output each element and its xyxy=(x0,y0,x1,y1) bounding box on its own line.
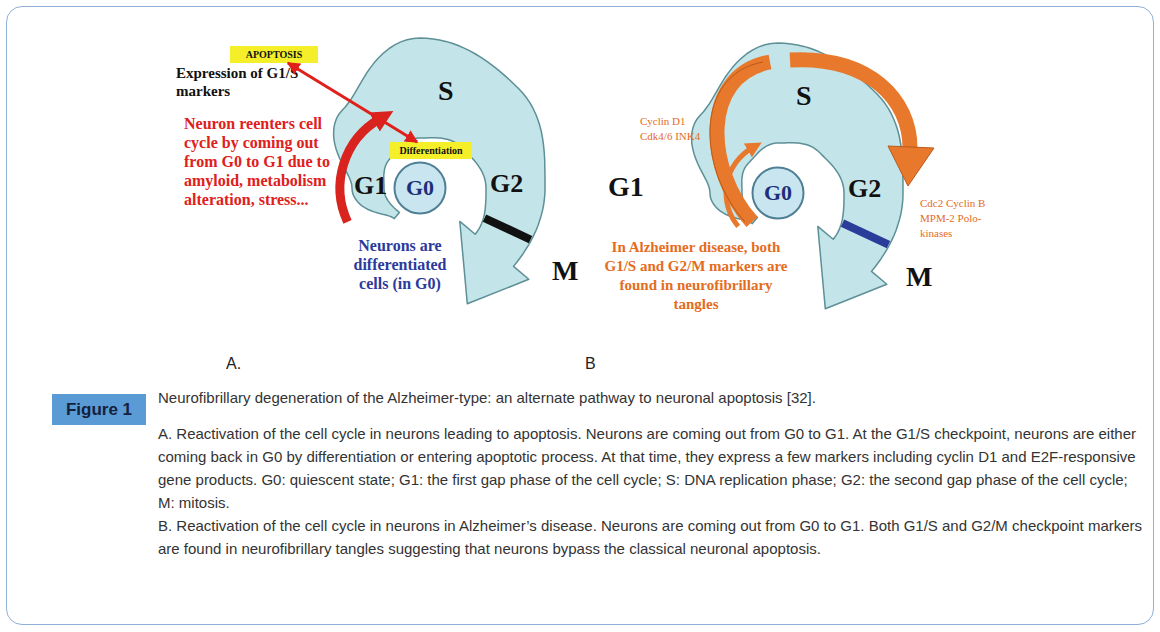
figure-caption: Neurofibrillary degeneration of the Alzh… xyxy=(158,386,1143,409)
caption-paragraph: A. Reactivation of the cell cycle in neu… xyxy=(158,422,1143,514)
marker-list: Cyclin D1 Cdk4/6 INK4 xyxy=(640,114,704,144)
spiral-band xyxy=(334,38,545,304)
phase-circle: G0 xyxy=(393,161,447,215)
phase-label: S xyxy=(438,76,454,107)
phase-label: G1 xyxy=(608,172,644,203)
circle-shape xyxy=(753,168,804,219)
phase-circle: G0 xyxy=(751,166,805,220)
node-text: Differentiation xyxy=(399,145,462,156)
phase-label: G1 xyxy=(354,172,387,201)
bypass-arrow-head xyxy=(888,146,934,186)
state-note: Neurons are differentiated cells (in G0) xyxy=(348,236,452,293)
reentry-arrow xyxy=(340,119,380,222)
outcome-box: APOPTOSIS xyxy=(230,46,318,63)
outcome-box: Differentiation xyxy=(390,142,472,159)
bypass-arrow xyxy=(790,60,910,148)
cycle-spiral xyxy=(334,38,545,304)
phase-label: M xyxy=(552,256,578,287)
marker-note: Expression of G1/S markers xyxy=(176,64,304,100)
node-text: G0 xyxy=(764,181,792,205)
node-text: APOPTOSIS xyxy=(246,49,303,60)
panel-label: B xyxy=(585,355,596,373)
checkpoint-band xyxy=(842,223,888,244)
phase-label: G2 xyxy=(848,175,881,204)
phase-label: G2 xyxy=(490,170,523,199)
marker-list: Cdc2 Cyclin B MPM-2 Polo-kinases xyxy=(920,196,1010,241)
figure-badge: Figure 1 xyxy=(52,394,146,425)
circle-shape xyxy=(395,163,446,214)
checkpoint-band xyxy=(484,218,530,239)
phase-label: S xyxy=(796,81,812,112)
reentry-note: Neuron reenters cell cycle by coming out… xyxy=(184,114,340,209)
phase-label: M xyxy=(906,262,932,293)
panel-label: A. xyxy=(226,355,241,373)
disease-note: In Alzheimer disease, both G1/S and G2/M… xyxy=(596,238,796,314)
node-text: G0 xyxy=(406,176,434,200)
caption-paragraph: B. Reactivation of the cell cycle in neu… xyxy=(158,514,1143,560)
